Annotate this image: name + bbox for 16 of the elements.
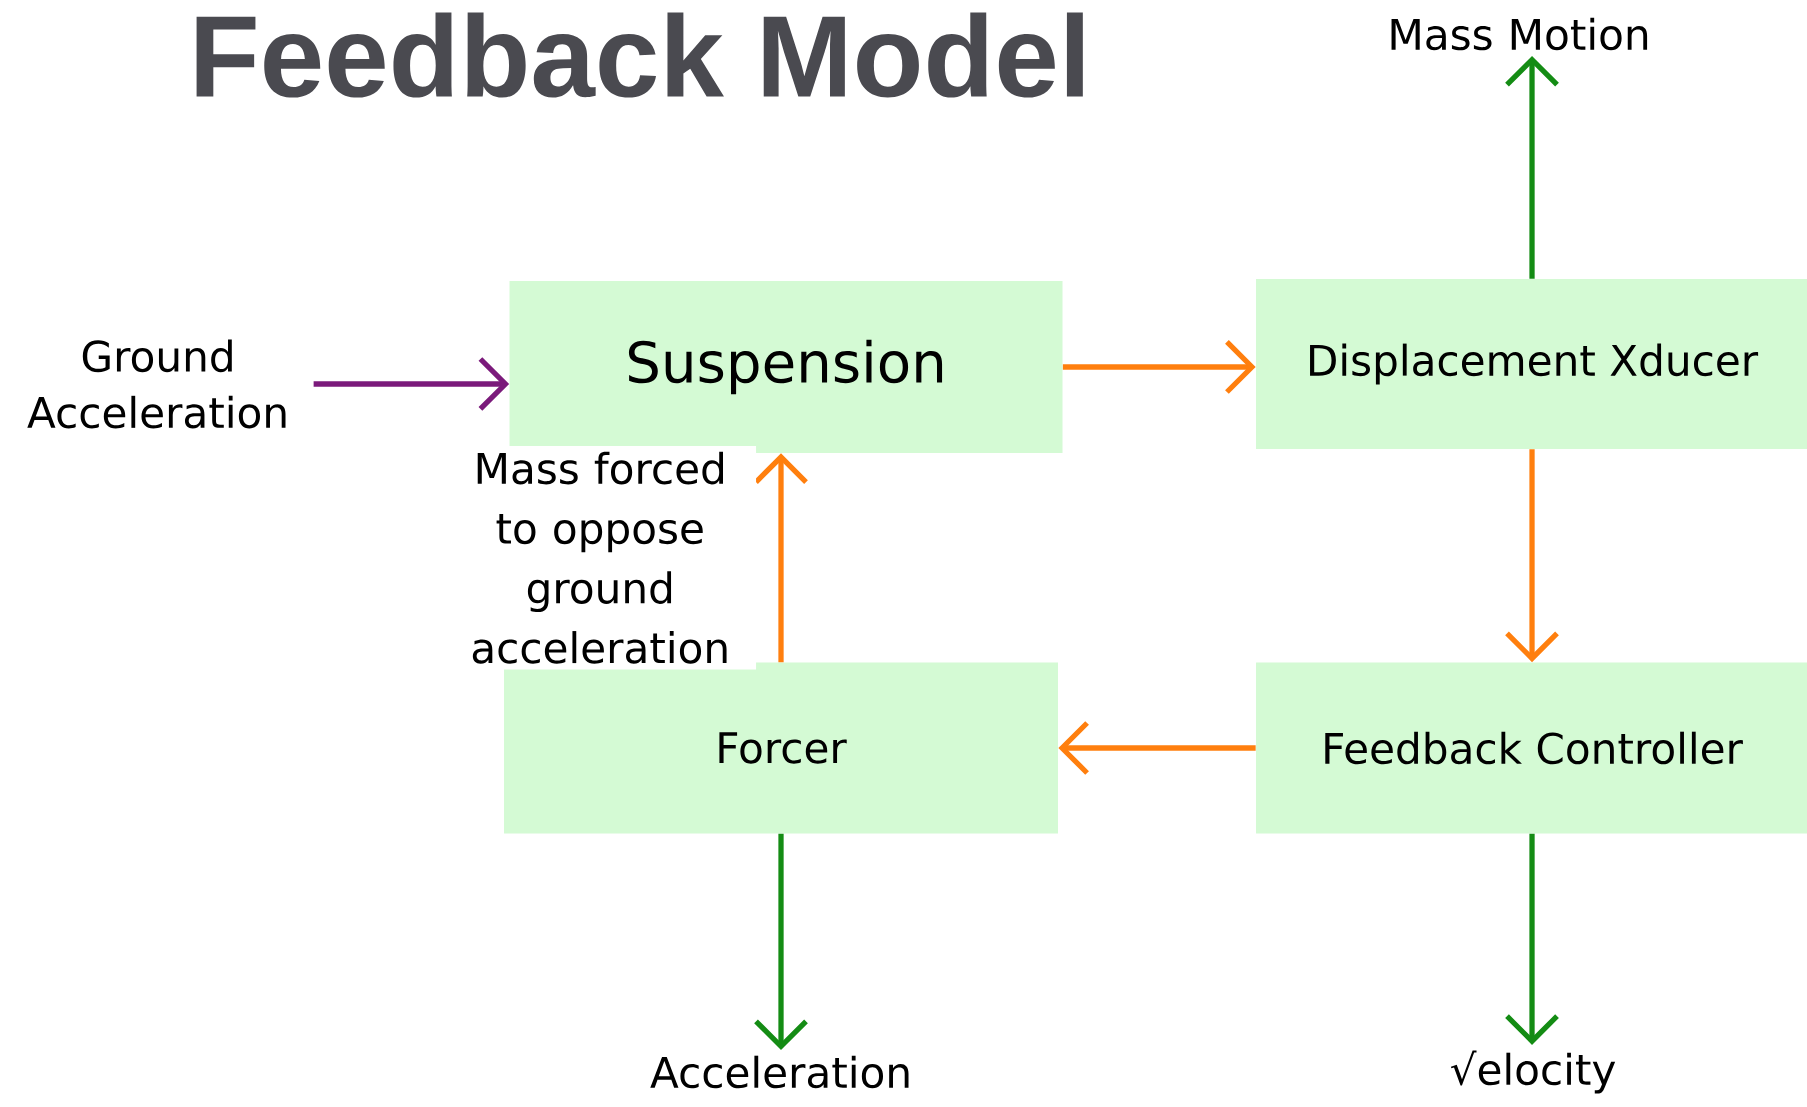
process-box: Displacement Xducer xyxy=(1256,279,1807,449)
arrow xyxy=(754,453,808,663)
arrow xyxy=(1505,833,1559,1045)
text-label: √elocity xyxy=(1450,1050,1616,1094)
arrow xyxy=(1505,449,1559,663)
arrow xyxy=(1062,340,1256,394)
arrow xyxy=(313,357,510,411)
title: Feedback Model xyxy=(196,12,1083,98)
edge-label: Mass forced to oppose ground acceleration xyxy=(444,445,757,670)
process-box: Feedback Controller xyxy=(1256,662,1807,834)
text-label: Ground Acceleration xyxy=(27,339,286,429)
arrow xyxy=(1505,55,1559,279)
text-label: Mass Motion xyxy=(1391,17,1648,51)
arrow xyxy=(1058,721,1256,775)
arrow xyxy=(754,833,808,1051)
text-label: Acceleration xyxy=(650,1055,909,1089)
